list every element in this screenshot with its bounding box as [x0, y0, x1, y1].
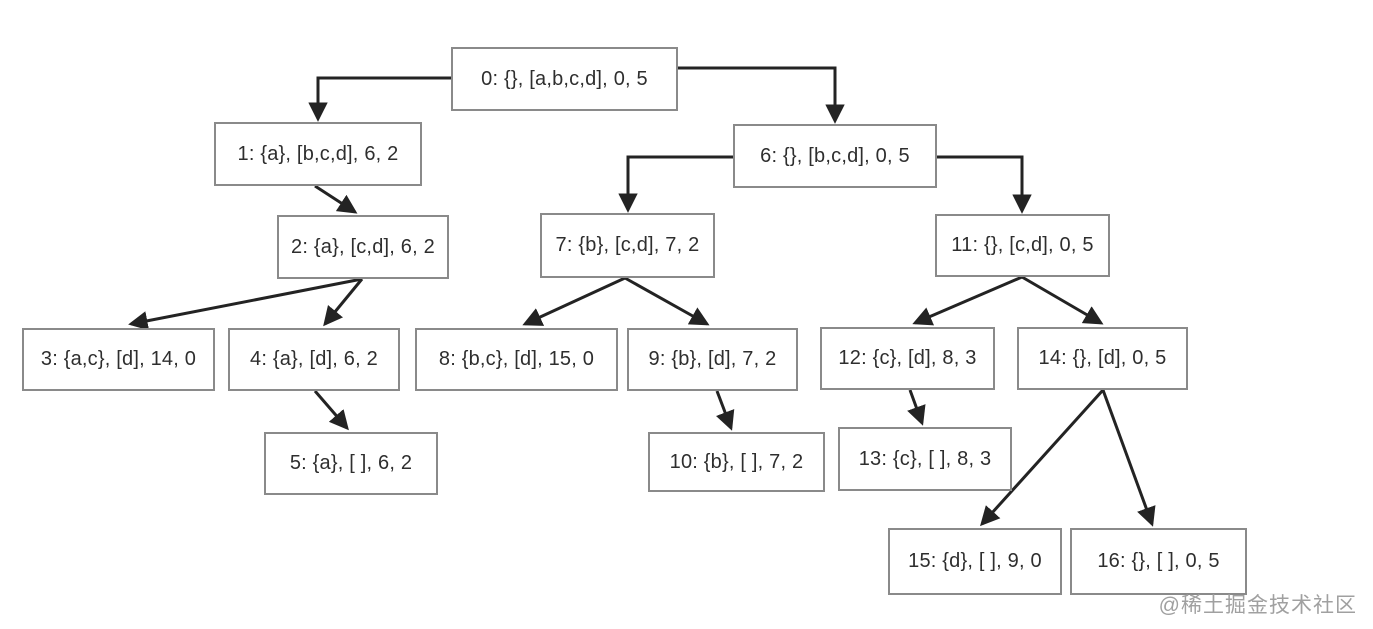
tree-node-8: 8: {b,c}, [d], 15, 0 [415, 328, 618, 391]
tree-node-1: 1: {a}, [b,c,d], 6, 2 [214, 122, 422, 186]
tree-node-3: 3: {a,c}, [d], 14, 0 [22, 328, 215, 391]
tree-node-12: 12: {c}, [d], 8, 3 [820, 327, 995, 390]
edge-11-14 [1021, 275, 1104, 325]
tree-node-5: 5: {a}, [ ], 6, 2 [264, 432, 438, 495]
edge-7-9 [624, 276, 710, 326]
edge-9-10 [715, 390, 735, 431]
tree-node-0: 0: {}, [a,b,c,d], 0, 5 [451, 47, 678, 111]
edge-1-2 [314, 184, 358, 214]
tree-node-15: 15: {d}, [ ], 9, 0 [888, 528, 1062, 595]
tree-node-2: 2: {a}, [c,d], 6, 2 [277, 215, 449, 279]
edge-14-16 [1101, 389, 1156, 527]
tree-node-7: 7: {b}, [c,d], 7, 2 [540, 213, 715, 278]
edge-2-4 [323, 278, 364, 327]
edge-0-1 [308, 76, 451, 122]
edge-6-7 [618, 155, 733, 213]
edge-6-11 [937, 155, 1032, 214]
tree-node-9: 9: {b}, [d], 7, 2 [627, 328, 798, 391]
edge-2-3 [128, 277, 363, 331]
watermark: @稀土掘金技术社区 [1158, 594, 1357, 617]
edge-0-6 [678, 66, 845, 124]
tree-node-14: 14: {}, [d], 0, 5 [1017, 327, 1188, 390]
tree-node-4: 4: {a}, [d], 6, 2 [228, 328, 400, 391]
edge-12-13 [907, 389, 926, 426]
tree-node-6: 6: {}, [b,c,d], 0, 5 [733, 124, 937, 188]
tree-node-16: 16: {}, [ ], 0, 5 [1070, 528, 1247, 595]
tree-node-11: 11: {}, [c,d], 0, 5 [935, 214, 1110, 277]
tree-node-13: 13: {c}, [ ], 8, 3 [838, 427, 1012, 491]
edge-11-12 [912, 275, 1023, 326]
edge-4-5 [313, 390, 349, 431]
tree-node-10: 10: {b}, [ ], 7, 2 [648, 432, 825, 492]
edge-7-8 [522, 276, 626, 326]
edge-14-15 [980, 388, 1105, 527]
